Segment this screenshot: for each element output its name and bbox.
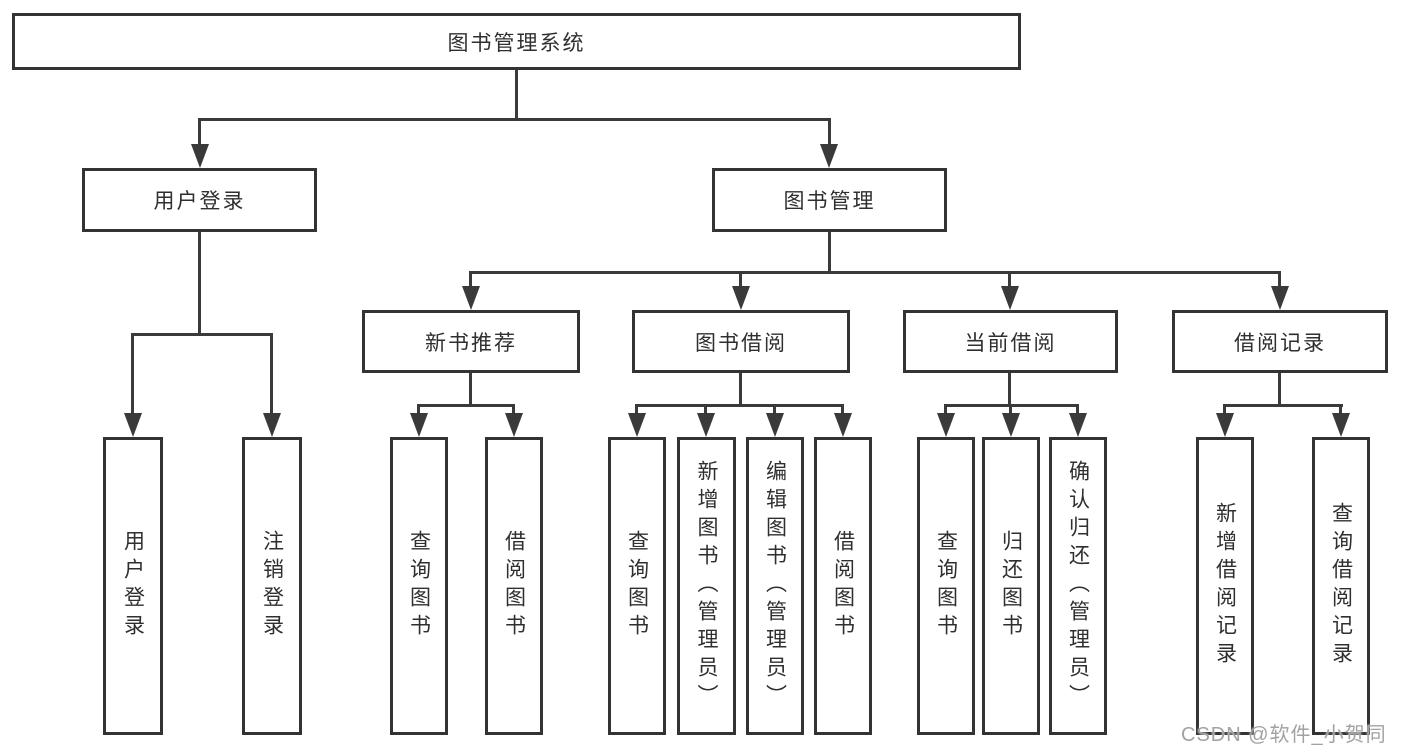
connector-drop-login-leaf bbox=[131, 333, 134, 415]
arrow-down-icon bbox=[1069, 413, 1087, 437]
arrow-down-icon bbox=[697, 413, 715, 437]
arrow-down-icon bbox=[124, 413, 142, 437]
connector-drop-book-borrow bbox=[739, 271, 742, 291]
leaf-bb-query-book-label: 查询图书 bbox=[625, 530, 649, 642]
node-book-borrow-label: 图书借阅 bbox=[695, 331, 787, 355]
connector-br-rail bbox=[1223, 404, 1343, 407]
leaf-br-query-record-label: 查询借阅记录 bbox=[1329, 502, 1353, 670]
connector-root-rail bbox=[198, 118, 831, 121]
connector-drop-new-book-recommend bbox=[469, 271, 472, 291]
connector-bb-stub bbox=[739, 373, 742, 407]
connector-drop-current-borrow bbox=[1008, 271, 1011, 291]
leaf-bb-add-book-label: 新增图书（管理员） bbox=[695, 460, 718, 712]
connector-drop-book-management bbox=[828, 118, 831, 146]
leaf-bb-add-book: 新增图书（管理员） bbox=[677, 437, 736, 735]
leaf-nbr-borrow-book: 借阅图书 bbox=[485, 437, 543, 735]
leaf-cb-return-book: 归还图书 bbox=[982, 437, 1040, 735]
connector-drop-br-add bbox=[1223, 404, 1226, 418]
node-root-system: 图书管理系统 bbox=[12, 13, 1021, 70]
arrow-down-icon bbox=[462, 286, 480, 310]
leaf-user-login-label: 用户登录 bbox=[121, 530, 145, 642]
leaf-br-add-record: 新增借阅记录 bbox=[1196, 437, 1254, 735]
arrow-down-icon bbox=[834, 413, 852, 437]
connector-cb-stub bbox=[1008, 373, 1011, 407]
leaf-cb-return-book-label: 归还图书 bbox=[999, 530, 1023, 642]
leaf-br-query-record: 查询借阅记录 bbox=[1312, 437, 1370, 735]
connector-drop-user-login bbox=[198, 118, 201, 146]
connector-drop-nbr-borrow bbox=[512, 404, 515, 418]
node-book-management: 图书管理 bbox=[712, 168, 947, 232]
arrow-down-icon bbox=[263, 413, 281, 437]
connector-drop-bb-add bbox=[704, 404, 707, 418]
arrow-down-icon bbox=[820, 144, 838, 168]
node-book-borrow: 图书借阅 bbox=[632, 310, 850, 373]
node-root-label: 图书管理系统 bbox=[447, 31, 586, 55]
leaf-cb-query-book: 查询图书 bbox=[917, 437, 975, 735]
arrow-down-icon bbox=[410, 413, 428, 437]
connector-drop-bb-query bbox=[635, 404, 638, 418]
connector-drop-logout-leaf bbox=[270, 333, 273, 415]
leaf-bb-edit-book: 编辑图书（管理员） bbox=[746, 437, 804, 735]
connector-drop-cb-query bbox=[944, 404, 947, 418]
leaf-bb-edit-book-label: 编辑图书（管理员） bbox=[763, 460, 787, 712]
arrow-down-icon bbox=[937, 413, 955, 437]
arrow-down-icon bbox=[766, 413, 784, 437]
leaf-cb-query-book-label: 查询图书 bbox=[934, 530, 958, 642]
connector-drop-borrow-records bbox=[1278, 271, 1281, 291]
csdn-watermark: CSDN @软件_小贺同学 bbox=[1181, 724, 1387, 746]
leaf-br-add-record-label: 新增借阅记录 bbox=[1213, 502, 1237, 670]
leaf-nbr-borrow-book-label: 借阅图书 bbox=[502, 530, 526, 642]
node-new-book-recommend: 新书推荐 bbox=[362, 310, 580, 373]
node-user-login-label: 用户登录 bbox=[153, 190, 246, 213]
leaf-cb-confirm-return-label: 确认归还（管理员） bbox=[1066, 460, 1090, 712]
connector-drop-bb-edit bbox=[773, 404, 776, 418]
leaf-bb-borrow-book: 借阅图书 bbox=[814, 437, 872, 735]
connector-nbr-stub bbox=[469, 373, 472, 407]
connector-drop-cb-return bbox=[1009, 404, 1012, 418]
node-current-borrow-label: 当前借阅 bbox=[964, 331, 1057, 355]
connector-root-stub bbox=[515, 70, 518, 121]
node-new-book-recommend-label: 新书推荐 bbox=[425, 331, 517, 355]
arrow-down-icon bbox=[191, 144, 209, 168]
arrow-down-icon bbox=[505, 413, 523, 437]
arrow-down-icon bbox=[1002, 413, 1020, 437]
leaf-bb-borrow-book-label: 借阅图书 bbox=[831, 530, 855, 642]
connector-nbr-rail bbox=[417, 404, 515, 407]
connector-book-management-rail bbox=[469, 271, 1281, 274]
leaf-cb-confirm-return: 确认归还（管理员） bbox=[1049, 437, 1107, 735]
arrow-down-icon bbox=[1216, 413, 1234, 437]
arrow-down-icon bbox=[1001, 286, 1019, 310]
connector-drop-nbr-query bbox=[417, 404, 420, 418]
node-user-login: 用户登录 bbox=[82, 168, 317, 232]
connector-bb-rail bbox=[635, 404, 843, 407]
leaf-nbr-query-book: 查询图书 bbox=[390, 437, 448, 735]
arrow-down-icon bbox=[1271, 286, 1289, 310]
leaf-user-login: 用户登录 bbox=[103, 437, 163, 735]
node-borrow-records: 借阅记录 bbox=[1172, 310, 1388, 373]
node-current-borrow: 当前借阅 bbox=[903, 310, 1118, 373]
leaf-bb-query-book: 查询图书 bbox=[608, 437, 666, 735]
arrow-down-icon bbox=[1332, 413, 1350, 437]
leaf-logout-label: 注销登录 bbox=[260, 530, 284, 642]
connector-drop-cb-confirm bbox=[1076, 404, 1079, 418]
arrow-down-icon bbox=[628, 413, 646, 437]
node-borrow-records-label: 借阅记录 bbox=[1234, 331, 1326, 355]
node-book-management-label: 图书管理 bbox=[783, 190, 876, 213]
leaf-nbr-query-book-label: 查询图书 bbox=[407, 530, 431, 642]
connector-user-login-stub bbox=[198, 232, 201, 336]
connector-drop-br-query bbox=[1339, 404, 1342, 418]
connector-drop-bb-borrow bbox=[841, 404, 844, 418]
arrow-down-icon bbox=[732, 286, 750, 310]
connector-user-login-rail bbox=[131, 333, 273, 336]
connector-book-management-stub bbox=[828, 232, 831, 274]
connector-br-stub bbox=[1278, 373, 1281, 407]
leaf-logout: 注销登录 bbox=[242, 437, 302, 735]
